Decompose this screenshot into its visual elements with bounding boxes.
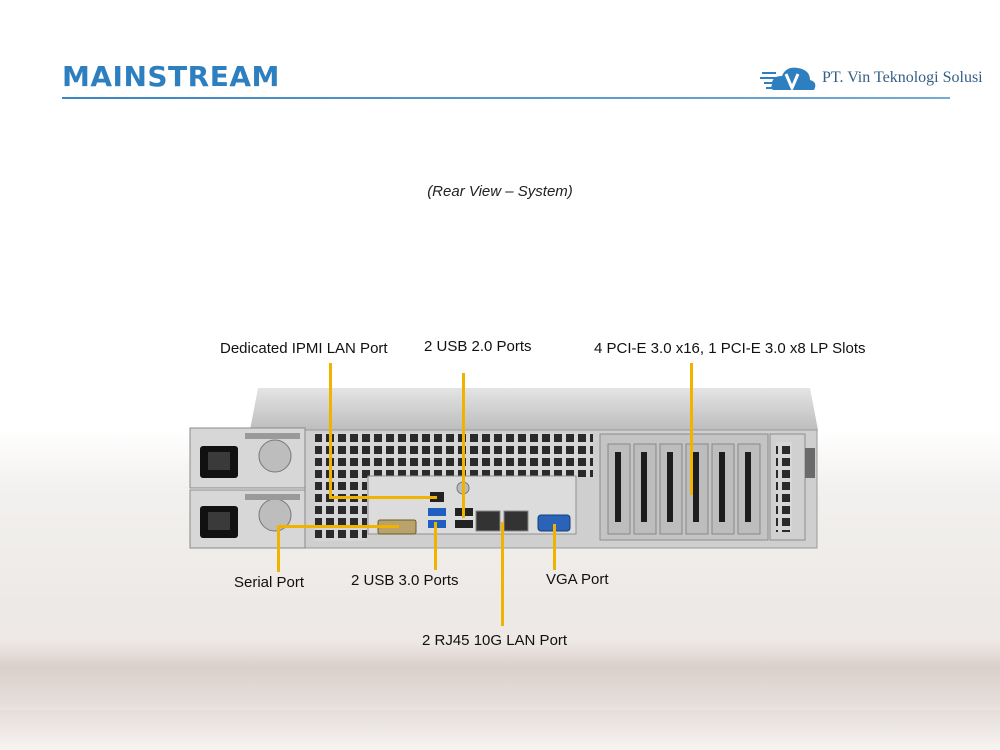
callout-line-serial <box>277 525 399 528</box>
label-vga-port: VGA Port <box>546 571 609 588</box>
label-serial-port: Serial Port <box>234 574 305 591</box>
usb3-port <box>428 520 446 528</box>
callout-line-serial <box>277 526 280 572</box>
view-caption: (Rear View – System) <box>427 183 573 200</box>
title-underline <box>62 97 950 99</box>
usb2-port <box>455 520 473 528</box>
cloud-logo-icon <box>760 67 816 92</box>
usb3-port <box>428 508 446 516</box>
label-pcie-slots: 4 PCI-E 3.0 x16, 1 PCI-E 3.0 x8 LP Slots <box>594 340 866 357</box>
company-logo: PT. Vin Teknologi Solusi <box>760 62 990 96</box>
callout-line-vga <box>553 524 556 570</box>
ventilation-grille <box>315 433 593 477</box>
label-ipmi-lan-port: Dedicated IPMI LAN Port <box>220 340 388 357</box>
label-usb3-ports: 2 USB 3.0 Ports <box>351 572 459 589</box>
callout-line-lan <box>501 522 504 626</box>
callout-line-usb2 <box>462 373 465 518</box>
rj45-lan-port <box>475 510 501 532</box>
callout-line-pcie <box>690 363 693 495</box>
ventilation-grille <box>315 477 367 541</box>
callout-line-usb3 <box>434 522 437 570</box>
page-title: MAINSTREAM <box>62 60 280 93</box>
pcie-slots <box>607 443 761 535</box>
callout-line-ipmi <box>329 496 437 499</box>
logo-text: PT. Vin Teknologi Solusi <box>822 69 983 86</box>
rj45-lan-port <box>503 510 529 532</box>
chassis-top <box>250 388 818 430</box>
psu-fan-icon <box>258 439 292 473</box>
label-usb2-ports: 2 USB 2.0 Ports <box>424 338 532 355</box>
callout-line-ipmi <box>329 363 332 498</box>
ipmi-lan-port <box>430 492 444 502</box>
background-shadow <box>0 640 1000 710</box>
label-rj45-lan-port: 2 RJ45 10G LAN Port <box>422 632 568 649</box>
